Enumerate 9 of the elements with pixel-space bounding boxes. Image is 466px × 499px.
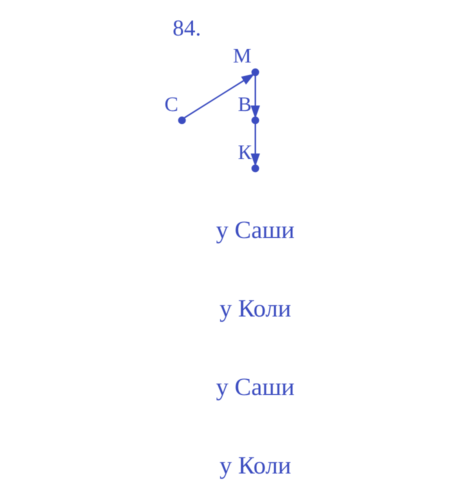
label: у Саши: [216, 217, 294, 244]
label: у Коли: [219, 296, 291, 323]
node-label: С: [164, 94, 178, 116]
node-label: М: [232, 46, 251, 68]
diagram-title: 84.: [172, 15, 201, 40]
node-label: В: [237, 94, 252, 116]
label: у Коли: [219, 452, 291, 480]
node-label: К: [237, 142, 252, 164]
label: у Саши: [216, 374, 294, 402]
